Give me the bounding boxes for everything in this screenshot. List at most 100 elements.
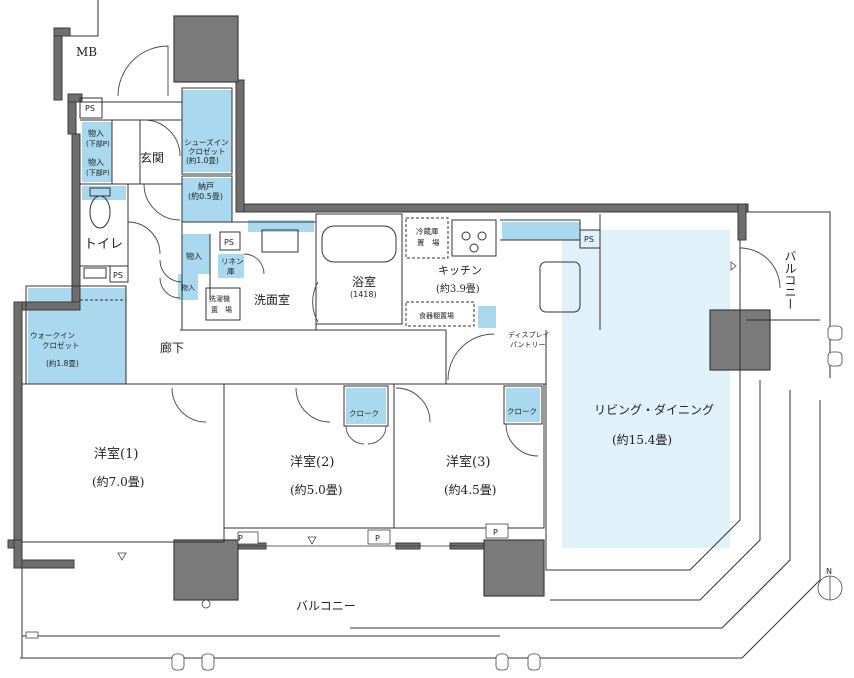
wall-far-left [13,301,23,543]
label-living-1: リビング・ダイニング [594,402,714,417]
burner-2 [477,231,487,241]
label-p-2: P [375,534,380,543]
burner-1 [461,231,471,241]
linen-fill [218,254,244,278]
burner-3 [469,243,479,253]
label-walkin-3: (約1.8畳) [46,358,79,368]
label-bath-2: (1418) [350,290,377,299]
door-monoire2 [159,277,181,299]
label-storage-upper-2: (下部P) [86,139,110,148]
window-marker-2 [307,536,317,545]
label-pantry-1: ディスプレイ [508,330,550,339]
outdoor-unit-1 [171,653,185,671]
label-fridge-1: 冷蔵庫 [416,226,439,236]
label-shoes-1: シューズイン [184,137,229,147]
label-mb: MB [76,45,97,59]
label-north: N [826,567,832,576]
monoire-fill [182,234,210,274]
label-hallway: 廊下 [160,340,184,355]
walls [7,27,749,569]
label-storage-lower-1: 物入 [88,157,104,167]
living-outline [545,240,741,571]
label-walkin-1: ウォークイン [30,331,75,340]
window-marker-3 [730,261,737,271]
label-room3-1: 洋室(3) [446,454,490,470]
label-shoes-3: (約1.0畳) [186,155,219,165]
shoes-closet-box [181,87,233,175]
door-monoire [159,259,183,283]
balcony-curve-2 [350,390,791,629]
room1-box [21,383,225,543]
outdoor-unit-5 [827,325,843,341]
pantry-fill [478,306,496,328]
label-linen-1: リネン [221,257,244,266]
label-washroom: 洗面室 [254,292,290,307]
label-dish-rack: 食器棚置場 [419,311,454,320]
cloak3-box [503,385,543,425]
label-room2-1: 洋室(2) [290,454,334,470]
label-shoes-2: クロゼット [188,146,226,156]
label-monoire-1: 物入 [186,251,202,261]
door-nando [143,183,181,221]
sink-box [261,229,299,253]
bath-room-box [315,213,403,325]
cloak2-fill [346,388,386,424]
outdoor-unit-2 [201,653,215,671]
label-kitchen-1: キッチン [438,264,482,277]
door-cloak3 [505,423,539,457]
cloak3-fill [506,388,540,422]
label-cloak-2: クローク [349,409,379,418]
wall-top-stub [235,79,245,213]
balcony-curve-3 [20,400,821,659]
label-ps-toilet: PS [113,271,123,280]
door-balcony-side [739,247,781,289]
fridge-box [405,217,449,259]
label-bath-1: 浴室 [352,274,376,289]
label-room1-2: (約7.0畳) [92,474,144,489]
outdoor-unit-3 [495,653,509,671]
storage-upper-fill [82,122,112,152]
label-linen-2: 庫 [227,266,235,276]
label-p-1: P [238,534,243,543]
column-bottom-left [173,539,239,601]
monoire2-fill [178,274,198,300]
room3-box [393,383,545,529]
door-entrance [143,119,181,157]
door-toilet [127,221,161,255]
wash-counter-fill [248,220,314,232]
bathtub [321,225,397,263]
wall-top-long [235,203,749,213]
label-storage-upper-1: 物入 [88,128,104,138]
storage-lower-fill [82,152,112,182]
label-toilet: トイレ [84,237,123,252]
wall-left-vertical [71,133,81,305]
entry-ps-box [79,97,103,119]
label-living-2: (約15.4畳) [612,432,672,447]
toilet-bowl [89,195,111,229]
door-cloak2-a [345,425,365,445]
storage-fills [28,90,730,548]
label-balcony-side: バルコニー [783,250,797,310]
wall-walkin-top [13,301,81,311]
label-p-3: P [493,528,498,537]
column-bottom-right [483,539,545,597]
label-monoire-2: 物入 [181,283,195,292]
wall-bottom-left-3 [13,539,23,569]
balcony-curve-1 [550,380,761,601]
label-nando-1: 納戸 [198,181,214,191]
interior-wall-a [80,90,183,103]
label-cloak-3: クローク [507,407,537,416]
kitchen-counter-fill [502,222,580,240]
toilet-tank [89,187,111,197]
window-marker-1 [117,552,127,561]
wash-ps-box [219,231,241,251]
label-pantry-2: パントリー [510,341,545,349]
door-room2 [295,387,331,423]
outdoor-unit-4 [527,653,541,671]
wall-mb-top [53,27,71,37]
interior-lines [20,0,831,659]
label-entrance: 玄関 [140,150,164,165]
label-room2-2: (約5.0畳) [290,482,342,497]
wall-right-upper [737,203,747,241]
label-room1-1: 洋室(1) [94,446,138,462]
